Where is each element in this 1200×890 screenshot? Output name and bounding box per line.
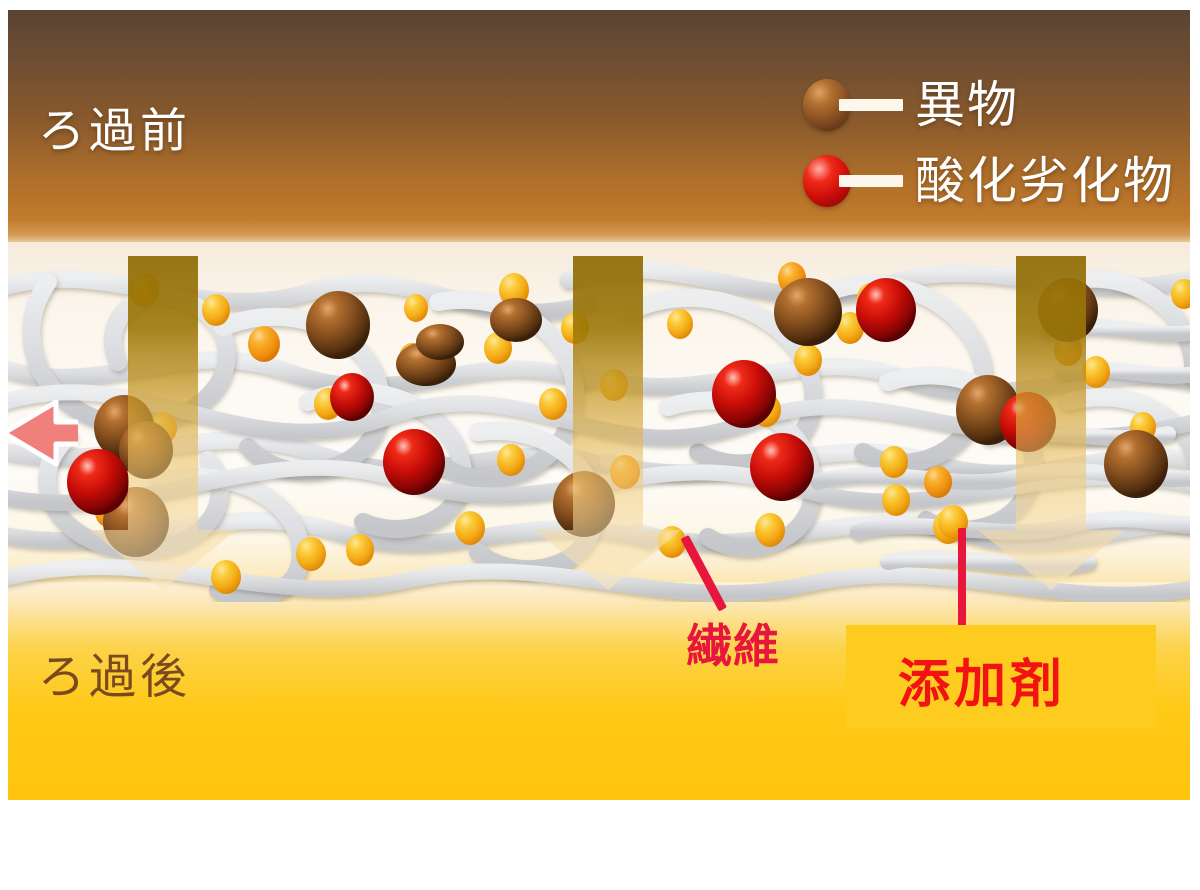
additive-label-box: [846, 625, 1156, 729]
additive-pointer-line: [958, 528, 966, 628]
additive-label: 添加剤: [898, 656, 1067, 714]
filtration-illustration: ろ過前 ろ過後 異物 酸化劣化物 繊維 添加剤: [8, 10, 1190, 800]
flow-arrows: [90, 256, 1124, 590]
legend-dash-icon: [839, 99, 903, 111]
flow-arrow-1: [90, 256, 236, 590]
flow-arrow-3: [978, 256, 1124, 590]
fiber-mesh-graphic: [8, 261, 1190, 602]
legend-label-oxidized: 酸化劣化物: [915, 153, 1175, 209]
before-filtration-label: ろ過前: [38, 104, 191, 157]
inlet-arrow-icon: [8, 399, 78, 467]
after-filtration-label: ろ過後: [38, 650, 191, 703]
fiber-label: 繊維: [686, 620, 780, 672]
before-filtration-zone: [8, 10, 1190, 242]
legend-label-foreign-matter: 異物: [915, 77, 1019, 133]
legend-item-oxidized: 酸化劣化物: [803, 141, 1190, 217]
legend: 異物 酸化劣化物: [803, 65, 1190, 217]
flow-arrow-2: [535, 256, 681, 590]
legend-item-foreign-matter: 異物: [803, 65, 1190, 141]
legend-dash-icon: [839, 175, 903, 187]
